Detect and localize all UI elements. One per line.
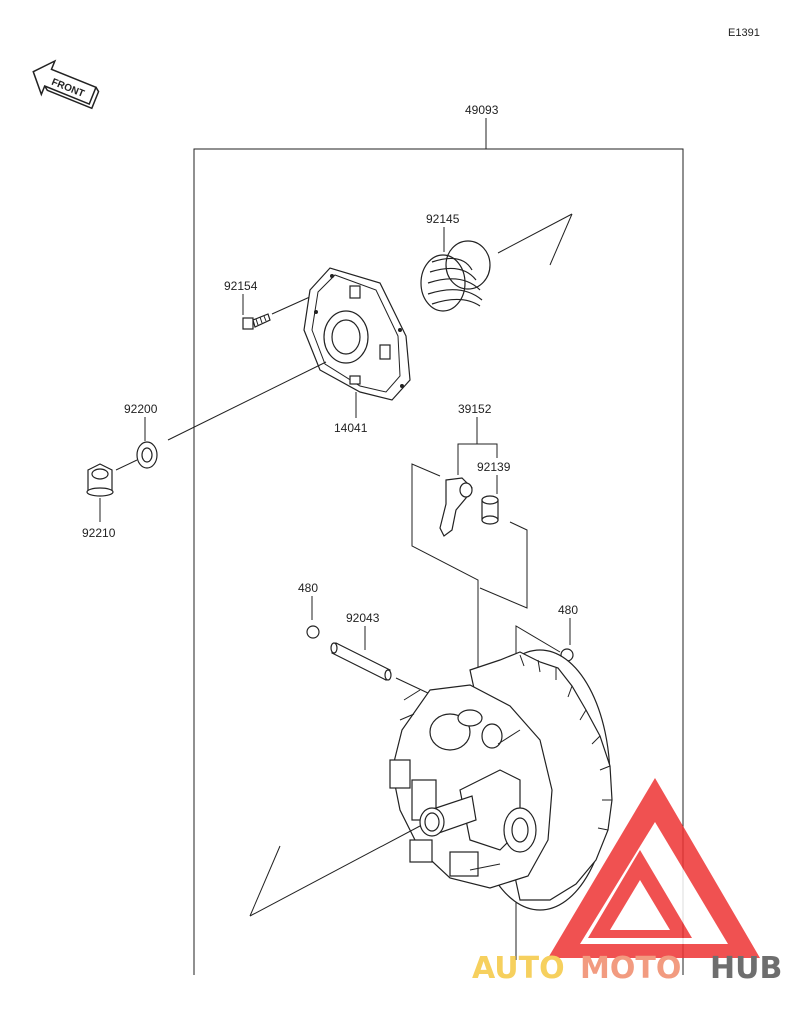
bolt: [242, 313, 271, 330]
label-14041: 14041: [334, 421, 368, 435]
spring: [420, 240, 491, 312]
label-39152: 39152: [458, 402, 492, 416]
label-480-left: 480: [298, 581, 318, 595]
label-92043: 92043: [346, 611, 380, 625]
label-92154: 92154: [224, 279, 258, 293]
flange-nut: [86, 463, 114, 497]
front-arrow-icon: FRONT: [32, 59, 100, 110]
assembly-bracket: [193, 148, 684, 975]
watermark-hub: HUB: [710, 951, 782, 986]
label-92145: 92145: [426, 212, 460, 226]
watermark-auto: AUTO: [472, 951, 565, 986]
cover-plate: [303, 267, 411, 401]
label-49093: 49093: [465, 103, 499, 117]
flyweight: [439, 477, 473, 537]
drive-pulley: [389, 649, 613, 911]
diagram-code: E1391: [728, 27, 760, 39]
label-92200: 92200: [124, 402, 158, 416]
pin-shaft: [330, 642, 392, 681]
watermark-moto: MOTO: [580, 951, 681, 986]
label-92139: 92139: [477, 460, 511, 474]
label-92210: 92210: [82, 526, 116, 540]
label-480-right: 480: [558, 603, 578, 617]
watermark: AUTO MOTO HUB: [472, 778, 782, 986]
o-ring-left: [306, 625, 320, 639]
bushing: [481, 495, 499, 525]
washer: [136, 441, 158, 469]
